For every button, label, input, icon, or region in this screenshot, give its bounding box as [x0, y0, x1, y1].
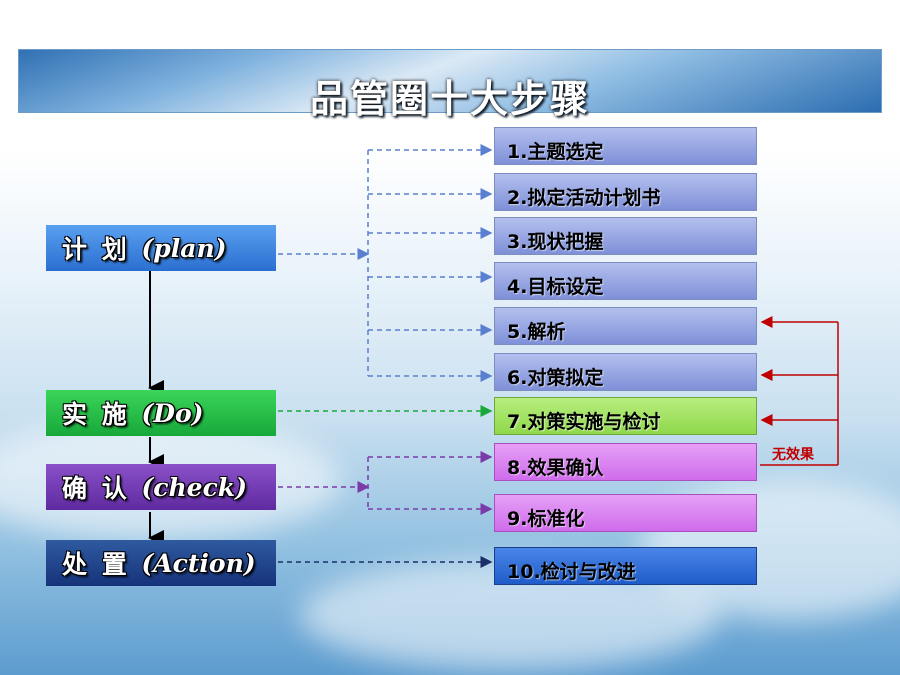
no-effect-label: 无效果	[772, 447, 814, 463]
step-3: 3.现状把握	[494, 217, 757, 255]
phase-check: 确 认 (check)	[46, 464, 276, 510]
phase-action: 处 置 (Action)	[46, 540, 276, 586]
phase-action-en: (Action)	[141, 548, 256, 578]
step-10: 10.检讨与改进	[494, 547, 757, 585]
step-7: 7.对策实施与检讨	[494, 397, 757, 435]
feedback-loop	[760, 316, 839, 466]
step-4: 4.目标设定	[494, 262, 757, 300]
phase-plan-en: (plan)	[141, 233, 227, 263]
step-6: 6.对策拟定	[494, 353, 757, 391]
step-1: 1.主题选定	[494, 127, 757, 165]
phase-do: 实 施 (Do)	[46, 390, 276, 436]
title-banner	[18, 49, 882, 113]
step-2: 2.拟定活动计划书	[494, 173, 757, 211]
phase-check-en: (check)	[141, 472, 247, 502]
phase-check-cn: 确 认	[62, 474, 130, 503]
step-5: 5.解析	[494, 307, 757, 345]
phase-plan: 计 划 (plan)	[46, 225, 276, 271]
check-connectors	[278, 451, 493, 515]
step-8: 8.效果确认	[494, 443, 757, 481]
step-9: 9.标准化	[494, 494, 757, 532]
plan-connectors	[278, 144, 493, 382]
phase-do-cn: 实 施	[62, 400, 130, 429]
phase-plan-cn: 计 划	[62, 235, 130, 264]
phase-action-cn: 处 置	[62, 550, 130, 579]
page-title: 品管圈十大步骤	[309, 77, 590, 121]
phase-do-en: (Do)	[141, 398, 204, 428]
